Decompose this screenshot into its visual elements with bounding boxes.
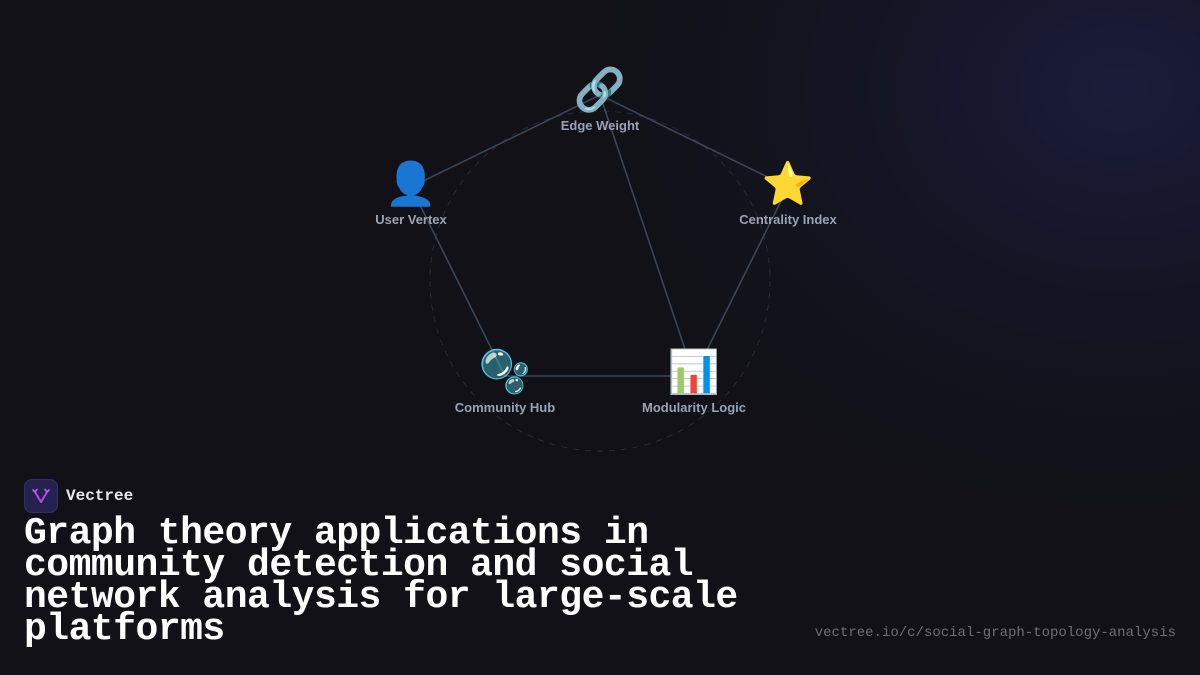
edge-line (599, 94, 695, 377)
edge-line (410, 94, 601, 188)
link-icon: 🔗 (573, 65, 627, 114)
dashed-orbit-circle (429, 110, 771, 452)
edge-line (599, 94, 789, 188)
graph-edges (410, 94, 789, 377)
node-label: Edge Weight (560, 118, 640, 133)
node-label: User Vertex (375, 212, 447, 227)
bubbles-icon: 🫧 (478, 347, 532, 396)
node-edge-weight: 🔗 Edge Weight (520, 65, 680, 134)
user-silhouette-icon: 👤 (384, 159, 438, 208)
vectree-logo-icon (24, 479, 58, 513)
node-modularity-logic: 📊 Modularity Logic (614, 347, 774, 416)
edge-line (410, 186, 506, 377)
node-user-vertex: 👤 User Vertex (331, 159, 491, 228)
node-label: Centrality Index (739, 212, 837, 227)
brand: Vectree (24, 479, 133, 513)
star-icon: ⭐ (761, 159, 815, 208)
node-label: Community Hub (454, 400, 556, 415)
brand-name: Vectree (66, 487, 134, 505)
node-label: Modularity Logic (642, 400, 746, 415)
bar-chart-icon: 📊 (667, 347, 721, 396)
node-community-hub: 🫧 Community Hub (425, 347, 585, 416)
page-title: Graph theory applications in community d… (24, 512, 738, 651)
edge-line (693, 186, 789, 377)
node-centrality-index: ⭐ Centrality Index (708, 159, 868, 228)
page-url: vectree.io/c/social-graph-topology-analy… (814, 625, 1176, 641)
